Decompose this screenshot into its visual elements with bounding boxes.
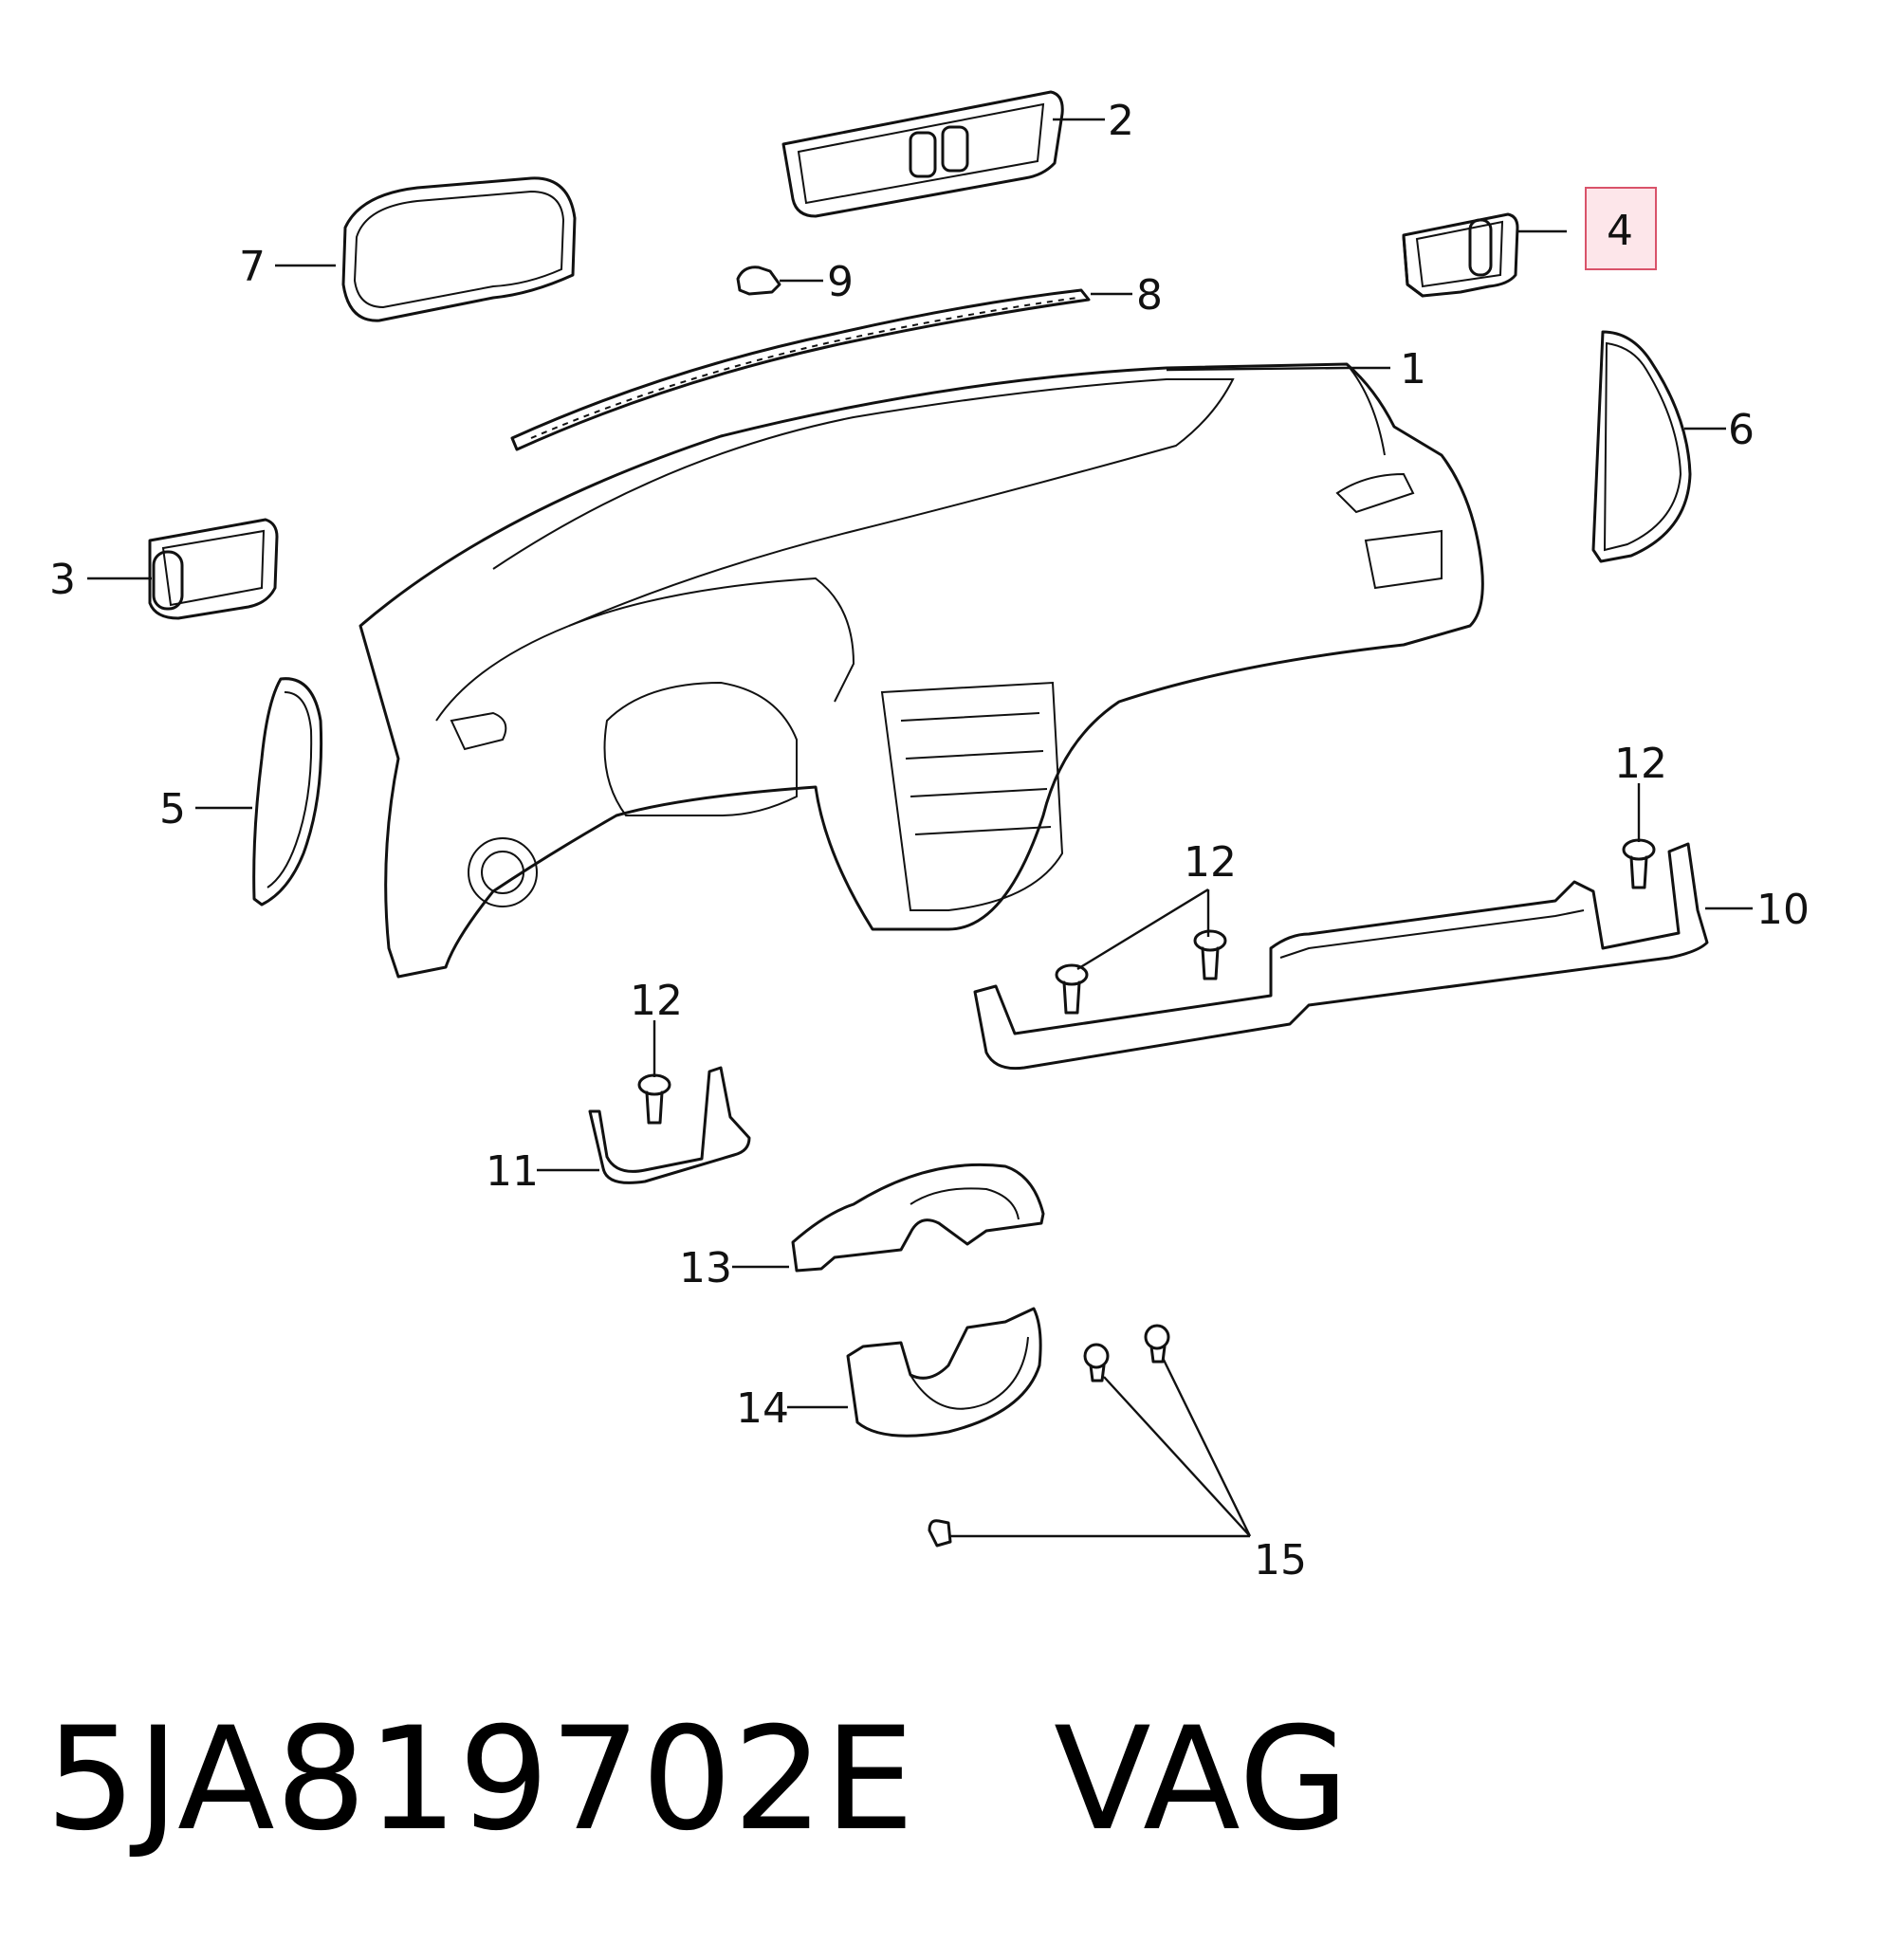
part-3-left-vent <box>87 518 279 620</box>
part-7-instrument-cluster <box>275 176 577 322</box>
part-14-lower-shroud <box>787 1307 1042 1438</box>
callout-3: 3 <box>49 556 76 604</box>
callout-9: 9 <box>827 258 854 306</box>
screw-12-center-pair <box>1055 888 1227 1015</box>
part-9-clip <box>736 266 823 296</box>
callout-2: 2 <box>1108 97 1134 145</box>
part-number-footer: 5JA819702E VAG <box>46 1697 1350 1862</box>
part-4-right-vent <box>1402 212 1567 298</box>
screw-12-top-right <box>1622 783 1656 889</box>
callout-13: 13 <box>679 1244 732 1292</box>
part-5-left-trim <box>195 677 323 907</box>
clips-15 <box>928 1324 1252 1548</box>
brand-name: VAG <box>1054 1697 1351 1862</box>
callout-labels: 1 2 3 4 5 6 7 8 9 10 11 12 12 12 13 14 1… <box>49 97 1810 1584</box>
callout-10: 10 <box>1756 886 1810 934</box>
callout-4: 4 <box>1607 207 1633 255</box>
callout-8: 8 <box>1136 271 1163 320</box>
callout-12-top-right: 12 <box>1614 740 1667 788</box>
callout-1: 1 <box>1400 345 1426 394</box>
part-10-lower-trim-rail <box>973 842 1753 1071</box>
part-13-upper-shroud <box>732 1163 1045 1273</box>
part-11-bracket <box>537 1066 751 1184</box>
part-1-dashboard <box>358 362 1484 979</box>
callout-4-highlight-box <box>1585 187 1657 270</box>
callout-15: 15 <box>1254 1536 1307 1584</box>
callout-7: 7 <box>239 243 266 291</box>
part-2-center-vent <box>781 90 1105 218</box>
callout-12-center: 12 <box>1184 838 1237 887</box>
part-8-defroster-strip <box>510 288 1132 451</box>
part-number: 5JA819702E <box>46 1697 916 1862</box>
callout-11: 11 <box>486 1147 539 1196</box>
part-6-side-trim <box>1591 330 1726 563</box>
screw-12-lower-left <box>637 1020 671 1125</box>
callout-6: 6 <box>1728 406 1755 454</box>
callout-12-lower-left: 12 <box>630 977 683 1025</box>
callout-14: 14 <box>736 1384 789 1433</box>
callout-5: 5 <box>159 785 186 833</box>
